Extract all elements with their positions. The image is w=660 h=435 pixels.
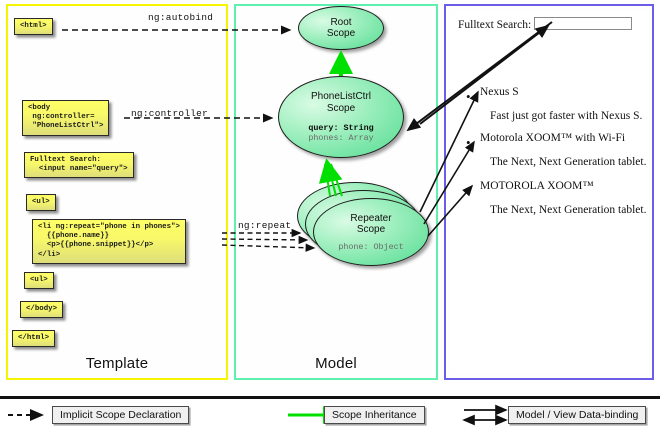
view-item-name-1: Motorola XOOM™ with Wi-Fi [480, 132, 626, 144]
scope-phonelistctrl-prop-query: query: String [308, 123, 374, 133]
scope-repeater-title-2: Scope [356, 224, 386, 235]
view-item-snippet-1: The Next, Next Generation tablet. [490, 156, 647, 168]
template-box-body: <body ng:controller= "PhoneListCtrl"> [22, 100, 110, 136]
legend-label-scope-inheritance: Scope Inheritance [324, 406, 425, 424]
legend-label-implicit-scope: Implicit Scope Declaration [52, 406, 190, 424]
view-bullet-icon: • [466, 183, 471, 198]
template-box-search: Fulltext Search: <input name="query"> [24, 152, 134, 179]
scope-repeater-title-1: Repeater [350, 212, 392, 224]
view-item-snippet-0: Fast just got faster with Nexus S. [490, 110, 643, 122]
template-box-li-repeat: <li ng:repeat="phone in phones"> {{phone… [32, 219, 186, 264]
edge-label-ng-autobind: ng:autobind [148, 12, 214, 23]
view-search-label: Fulltext Search: [458, 19, 532, 31]
scope-phonelistctrl: PhoneListCtrl Scope query: String phones… [278, 76, 404, 158]
view-item-snippet-2: The Next, Next Generation tablet. [490, 204, 647, 216]
scope-repeater: Repeater Scope phone: Object [313, 198, 429, 266]
column-label-template: Template [85, 355, 149, 372]
scope-root: Root Scope [298, 6, 384, 50]
template-box-ul-open: <ul> [26, 194, 56, 212]
view-item-name-2: MOTOROLA XOOM™ [480, 180, 594, 192]
scope-repeater-prop-phone: phone: Object [338, 241, 404, 252]
legend-label-data-binding: Model / View Data-binding [508, 406, 647, 424]
template-box-ul-close: <ul> [24, 272, 54, 290]
view-pane: Fulltext Search: • Nexus S Fast just got… [450, 10, 648, 374]
column-template: Template [6, 4, 228, 380]
template-box-body-close: </body> [20, 301, 64, 319]
template-box-html-close: </html> [12, 330, 56, 348]
scope-phonelistctrl-prop-phones: phones: Array [308, 133, 374, 143]
view-search-input[interactable] [534, 17, 632, 30]
view-item-name-0: Nexus S [480, 86, 519, 98]
legend-divider [0, 396, 660, 399]
scope-root-title-2: Scope [326, 28, 356, 39]
scope-phonelistctrl-title-2: Scope [326, 102, 356, 114]
column-label-model: Model [315, 355, 357, 372]
view-bullet-icon: • [466, 135, 471, 150]
scope-phonelistctrl-title-1: PhoneListCtrl [310, 91, 372, 102]
scope-root-title-1: Root [330, 16, 352, 28]
edge-label-ng-controller: ng:controller [131, 108, 209, 119]
template-box-html-open: <html> [14, 18, 53, 36]
edge-label-ng-repeat: ng:repeat [238, 220, 292, 231]
view-bullet-icon: • [466, 89, 471, 104]
legend: Implicit Scope Declaration Scope Inherit… [0, 396, 660, 435]
